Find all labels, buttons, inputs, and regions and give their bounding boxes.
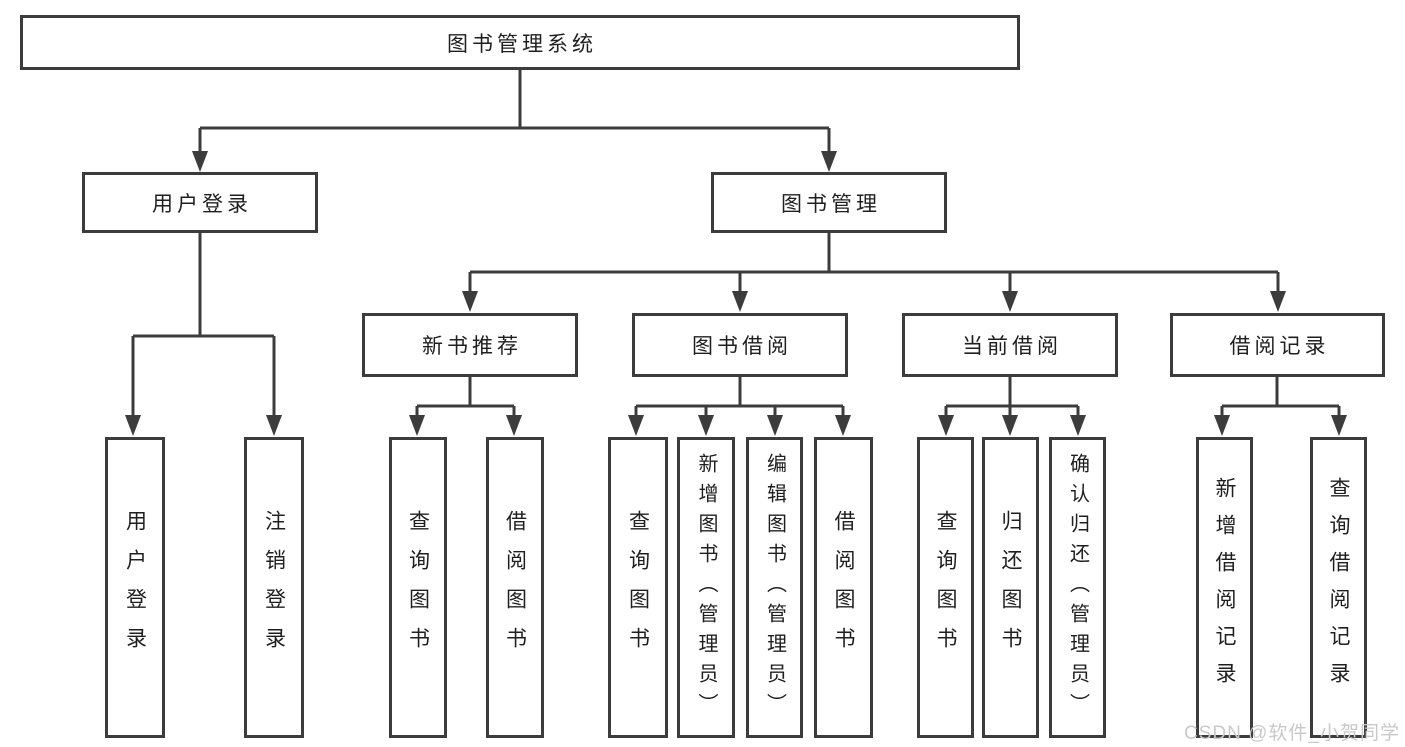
csdn-watermark: CSDN @软件_小贺同学	[1184, 723, 1400, 744]
connector-bookmgmt-to-level2	[468, 233, 1280, 294]
node-library-system: 图书管理系统	[20, 15, 1020, 70]
connector-userlogin-to-leaves	[131, 233, 276, 418]
leaf-borrow-books-recommend: 借阅图书	[486, 437, 544, 738]
node-book-borrowing: 图书借阅	[632, 313, 848, 377]
leaf-label: 查询图书	[406, 509, 430, 666]
connector-root-to-level1	[198, 70, 831, 154]
node-label: 图书借阅	[692, 335, 792, 358]
connector-newbookrec-to-leaves	[415, 377, 516, 418]
leaf-label: 确认归还（管理员）	[1066, 452, 1089, 723]
leaf-query-borrow-record: 查询借阅记录	[1310, 437, 1367, 738]
leaf-add-books-admin: 新增图书（管理员）	[677, 437, 735, 738]
leaf-label: 注销登录	[262, 509, 286, 666]
leaf-label: 新增借阅记录	[1213, 476, 1236, 699]
node-new-book-recommend: 新书推荐	[362, 313, 578, 377]
leaf-query-books-borrowing: 查询图书	[608, 437, 668, 738]
connector-bookborrow-to-leaves	[634, 377, 845, 418]
leaf-query-books-recommend: 查询图书	[389, 437, 447, 738]
leaf-user-login: 用户登录	[105, 437, 165, 738]
node-label: 新书推荐	[422, 335, 522, 358]
leaf-label: 用户登录	[123, 509, 147, 666]
node-current-borrowing: 当前借阅	[902, 313, 1118, 377]
leaf-return-books: 归还图书	[982, 437, 1039, 738]
leaf-query-books-current: 查询图书	[917, 437, 974, 738]
connector-borrowrecord-to-leaves	[1220, 377, 1341, 418]
node-label: 图书管理系统	[447, 32, 597, 56]
leaf-label: 归还图书	[999, 509, 1022, 666]
connector-currentborrow-to-leaves	[944, 377, 1080, 418]
leaf-confirm-return-admin: 确认归还（管理员）	[1049, 437, 1106, 738]
node-label: 当前借阅	[962, 335, 1062, 358]
node-user-login: 用户登录	[82, 172, 318, 233]
node-book-management: 图书管理	[711, 172, 947, 233]
node-label: 借阅记录	[1229, 335, 1330, 358]
leaf-add-borrow-record: 新增借阅记录	[1196, 437, 1253, 738]
leaf-label: 查询图书	[626, 509, 650, 666]
leaf-borrow-books-borrowing: 借阅图书	[814, 437, 873, 738]
leaf-label: 新增图书（管理员）	[695, 452, 717, 723]
leaf-logout: 注销登录	[244, 437, 304, 738]
node-label: 图书管理	[781, 192, 881, 216]
node-label: 用户登录	[152, 192, 252, 216]
leaf-label: 借阅图书	[503, 509, 527, 666]
leaf-label: 查询图书	[934, 509, 957, 666]
node-borrow-records: 借阅记录	[1170, 313, 1385, 377]
leaf-label: 编辑图书（管理员）	[763, 452, 786, 723]
leaf-label: 借阅图书	[832, 509, 855, 666]
leaf-edit-books-admin: 编辑图书（管理员）	[746, 437, 803, 738]
leaf-label: 查询借阅记录	[1327, 476, 1350, 699]
